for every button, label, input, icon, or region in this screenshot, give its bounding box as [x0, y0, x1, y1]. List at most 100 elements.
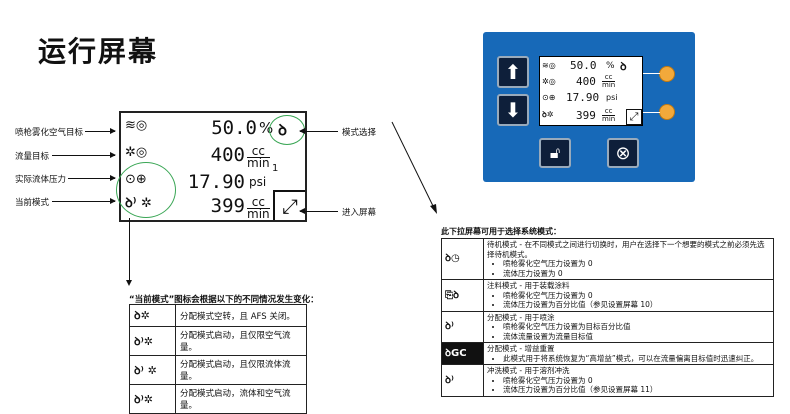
table-cell: 待机模式 - 在不同模式之间进行切换时，用户在选择下一个想要的模式之前必须先选择… — [483, 238, 774, 280]
air-only-mode-icon: ꝺ⁾✲ — [129, 326, 176, 356]
fluid-only-mode-icon: ꝺ⁾ ✲ — [129, 355, 176, 385]
list-item: 此模式用于将系统恢复为“高增益”模式，可以在流量偏离目标值时迅速纠正。 — [503, 354, 770, 364]
arrow — [299, 128, 338, 134]
table-row: ꝺ◷ 待机模式 - 在不同模式之间进行切换时，用户在选择下一个想要的模式之前必须… — [441, 238, 774, 280]
standby-mode-icon: ꝺ◷ — [441, 238, 484, 280]
diagonal-arrow — [391, 121, 437, 214]
table-row: ꝺ⁾ 分配模式 - 用于喷涂 喷枪雾化空气压力设置为目标百分比值流体流量设置为流… — [441, 310, 774, 343]
table-row: ꝺGC 分配模式 - 增益重置 此模式用于将系统恢复为“高增益”模式，可以在流量… — [441, 342, 774, 365]
percent-unit: % — [606, 61, 615, 71]
list-item: 流体流量设置为流量目标值 — [503, 332, 770, 342]
connector-line — [643, 112, 660, 113]
current-mode-highlight — [116, 162, 176, 218]
table-cell: 冲洗模式 - 用于溶剂冲洗 喷枪雾化空气压力设置为 0流体压力设置为百分比值（参… — [483, 364, 774, 397]
spray-gun-mode-icon: ꝺ — [278, 121, 287, 139]
list-item: 喷枪雾化空气压力设置为 0 — [503, 259, 770, 269]
air-flow-icon: ≋◎ — [542, 61, 556, 70]
spray-gun-mode-icon: ꝺ — [620, 60, 627, 73]
mode-table-heading: “当前模式”图标会根据以下的不同情况发生变化： — [129, 295, 319, 305]
panel-spray-air-value: 50.0 — [570, 59, 597, 72]
list-item: 流体压力设置为 0 — [503, 269, 770, 279]
flush-mode-icon: ꝺ⁾ — [441, 364, 484, 397]
pressure-gauge-icon: ⊙⊕ — [542, 93, 556, 102]
table-cell: 分配模式启动，且仅限流体流量。 — [175, 355, 307, 385]
flow-target-value: 400 — [210, 144, 245, 166]
current-mode-label: 当前模式 — [15, 198, 50, 208]
down-arrow — [129, 218, 130, 282]
flow-gear-icon: ✲◎ — [125, 145, 148, 160]
fluid-air-mode-icon: ꝺ⁾✲ — [129, 384, 176, 414]
idle-mode-icon: ꝺ✲ — [129, 304, 176, 327]
dropdown-table-heading: 此下拉屏幕可用于选择系统模式： — [441, 227, 561, 236]
list-item: 喷枪雾化空气压力设置为 0 — [503, 291, 770, 301]
page-title: 运行屏幕 — [38, 35, 159, 68]
mode-title: 分配模式 - 增益重置 — [487, 344, 555, 353]
fluid-pressure-value: 17.90 — [187, 171, 245, 193]
panel-flow-target-value: 400 — [576, 75, 596, 88]
system-mode-table: ꝺ◷ 待机模式 - 在不同模式之间进行切换时，用户在选择下一个想要的模式之前必须… — [441, 238, 774, 397]
table-row: ꝺ⁾ 冲洗模式 - 用于溶剂冲洗 喷枪雾化空气压力设置为 0流体压力设置为百分比… — [441, 364, 774, 397]
softkey-indicator-bottom[interactable] — [659, 104, 675, 120]
table-row: ꝺ⁾✲分配模式启动，流体和空气流量。 — [129, 384, 307, 414]
table-cell: 分配模式 - 用于喷涂 喷枪雾化空气压力设置为目标百分比值流体流量设置为流量目标… — [483, 310, 774, 343]
mode-title: 待机模式 - 在不同模式之间进行切换时，用户在选择下一个想要的模式之前必须先选择… — [487, 240, 765, 259]
arrow — [52, 198, 116, 204]
down-button[interactable]: ⬇ — [497, 94, 529, 126]
list-item: 流体压力设置为百分比值（参见设置屏幕 11） — [503, 385, 770, 395]
connector-line — [643, 73, 660, 74]
table-row: ꝺ⁾✲分配模式启动，且仅限空气流量。 — [129, 326, 307, 356]
table-cell: 注料模式 - 用于装载涂料 喷枪雾化空气压力设置为 0流体压力设置为百分比值（参… — [483, 279, 774, 312]
table-cell: 分配模式 - 增益重置 此模式用于将系统恢复为“高增益”模式，可以在流量偏离目标… — [483, 342, 774, 365]
mode-icon-table: ꝺ✲分配模式空转，且 AFS 关闭。 ꝺ⁾✲分配模式启动，且仅限空气流量。 ꝺ⁾… — [129, 304, 307, 414]
fluid-pressure-label: 实际流体压力 — [15, 175, 67, 185]
mode-title: 注料模式 - 用于装载涂料 — [487, 281, 570, 290]
stop-button[interactable]: ⊗ — [607, 138, 639, 168]
up-button[interactable]: ⬆ — [497, 56, 529, 88]
list-item: 喷枪雾化空气压力设置为 0 — [503, 376, 770, 386]
prime-mode-icon: ⎘ꝺ — [441, 279, 484, 312]
arrow — [68, 175, 116, 181]
spray-air-label: 喷枪雾化空气目标 — [15, 128, 84, 138]
flow-gear-icon: ✲◎ — [542, 77, 556, 86]
spray-gun-icon: ꝺ✲ — [542, 110, 554, 119]
table-row: ꝺ✲分配模式空转，且 AFS 关闭。 — [129, 304, 307, 327]
mode-title: 冲洗模式 - 用于溶剂冲洗 — [487, 366, 570, 375]
unlock-button[interactable]: 🔓︎ — [539, 138, 571, 168]
spray-air-value: 50.0 — [211, 117, 257, 139]
table-row: ꝺ⁾ ✲分配模式启动，且仅限流体流量。 — [129, 355, 307, 385]
enter-screen-label: 进入屏幕 — [342, 208, 377, 218]
unlock-icon: 🔓︎ — [549, 143, 561, 162]
enter-screen-button[interactable]: ⤢ — [273, 190, 305, 220]
panel-fluid-pressure-value: 17.90 — [566, 91, 600, 104]
flow-target-label: 流量目标 — [15, 152, 50, 162]
list-item: 流体压力设置为百分比值（参见设置屏幕 10） — [503, 300, 770, 310]
panel-current-flow-value: 399 — [576, 109, 596, 122]
psi-unit: psi — [249, 175, 267, 189]
air-flow-icon: ≋◎ — [125, 118, 148, 133]
arrow-up-icon: ⬆ — [504, 60, 522, 84]
table-cell: 分配模式启动，且仅限空气流量。 — [175, 326, 307, 356]
stop-icon: ⊗ — [615, 142, 631, 164]
scroll-index: 1 — [272, 163, 279, 174]
enter-icon: ⤢ — [282, 194, 298, 218]
table-cell: 分配模式启动，流体和空气流量。 — [175, 384, 307, 414]
dispense-mode-icon: ꝺ⁾ — [441, 310, 484, 343]
list-item: 喷枪雾化空气压力设置为目标百分比值 — [503, 322, 770, 332]
arrow — [52, 152, 116, 158]
arrow-head — [126, 280, 132, 286]
enter-icon[interactable]: ⤢ — [626, 109, 642, 125]
mode-select-label: 模式选择 — [342, 128, 377, 138]
softkey-indicator-top[interactable] — [659, 66, 675, 82]
arrow — [299, 208, 338, 214]
arrow — [85, 128, 116, 134]
table-row: ⎘ꝺ 注料模式 - 用于装载涂料 喷枪雾化空气压力设置为 0流体压力设置为百分比… — [441, 279, 774, 312]
current-flow-value: 399 — [210, 195, 245, 217]
table-cell: 分配模式空转，且 AFS 关闭。 — [175, 304, 307, 327]
